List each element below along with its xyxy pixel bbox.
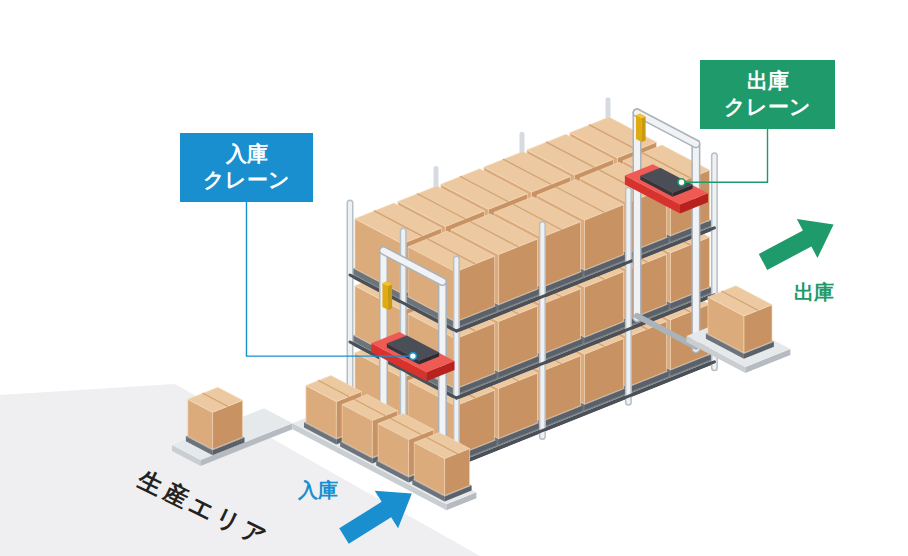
- inbound-arrow: [332, 475, 423, 555]
- crane-fork: [640, 168, 692, 193]
- crane-top-rail: [384, 251, 443, 282]
- carton-tape: [557, 187, 605, 212]
- carton: [306, 376, 362, 402]
- crane-signal: [382, 283, 388, 310]
- rack-column-front: [540, 225, 544, 437]
- carton: [378, 414, 434, 440]
- rack-beam-front: [456, 295, 714, 398]
- crane-fork: [387, 336, 439, 361]
- crane-carriage: [625, 164, 708, 204]
- callout-text: 出庫 クレーン: [706, 68, 829, 121]
- carton: [355, 203, 442, 244]
- crane-signal: [642, 117, 646, 143]
- carton-tape: [471, 222, 519, 247]
- rack-column-front: [454, 259, 458, 471]
- crane-top-rail: [384, 251, 443, 282]
- crane-mast: [691, 144, 700, 349]
- rack-column-end: [348, 203, 352, 415]
- outbound-arrow: [753, 205, 844, 281]
- inbound-arrow: [332, 475, 423, 555]
- carton-tape: [417, 194, 465, 219]
- crane-signal: [388, 284, 392, 310]
- leader-line: [682, 129, 768, 183]
- carton-tape: [460, 177, 508, 202]
- rack-column-front: [625, 190, 632, 402]
- leader-dot: [409, 353, 416, 360]
- carton-tape: [722, 291, 758, 310]
- crane-signal: [636, 114, 646, 119]
- rack-column-end: [347, 203, 354, 415]
- carton-tape: [427, 438, 457, 454]
- carton-tape: [355, 400, 385, 416]
- carton: [188, 387, 243, 412]
- crane-signal: [382, 281, 392, 286]
- leader-dot: [678, 179, 685, 186]
- carton-tape: [503, 159, 550, 184]
- rack-column-back: [348, 203, 353, 415]
- callout-box: 入庫 クレーン: [180, 133, 313, 202]
- carton-tape: [589, 125, 637, 150]
- flow-label: 入庫: [298, 477, 338, 504]
- carton-tape: [514, 205, 562, 230]
- crane-mast: [693, 144, 699, 349]
- outbound-arrow: [753, 205, 844, 281]
- rack-beam-front: [456, 362, 714, 465]
- rack-beam-front: [456, 228, 714, 331]
- rack-column-front: [539, 225, 546, 437]
- crane-top-rail: [637, 113, 696, 144]
- crane-mast: [634, 113, 640, 318]
- crane-top-rail: [637, 113, 696, 144]
- callout-text: 入庫 クレーン: [186, 141, 307, 194]
- carton: [414, 433, 469, 459]
- leader-line: [247, 202, 413, 357]
- carton: [342, 395, 397, 421]
- callout-box: 出庫 クレーン: [700, 60, 835, 129]
- crane-signal: [636, 115, 642, 142]
- carton-tape: [203, 393, 228, 406]
- flow-label: 出庫: [794, 279, 834, 306]
- carton-tape: [546, 142, 594, 167]
- carton-tape: [428, 239, 476, 264]
- crane-mast: [633, 113, 642, 318]
- carton-tape: [374, 211, 422, 236]
- area-label: 生産エリア: [133, 464, 276, 555]
- crane-carriage: [371, 332, 454, 372]
- carton-tape: [391, 419, 421, 435]
- carton-tape: [318, 381, 348, 397]
- carton: [708, 286, 772, 316]
- rack-column-front: [626, 190, 630, 402]
